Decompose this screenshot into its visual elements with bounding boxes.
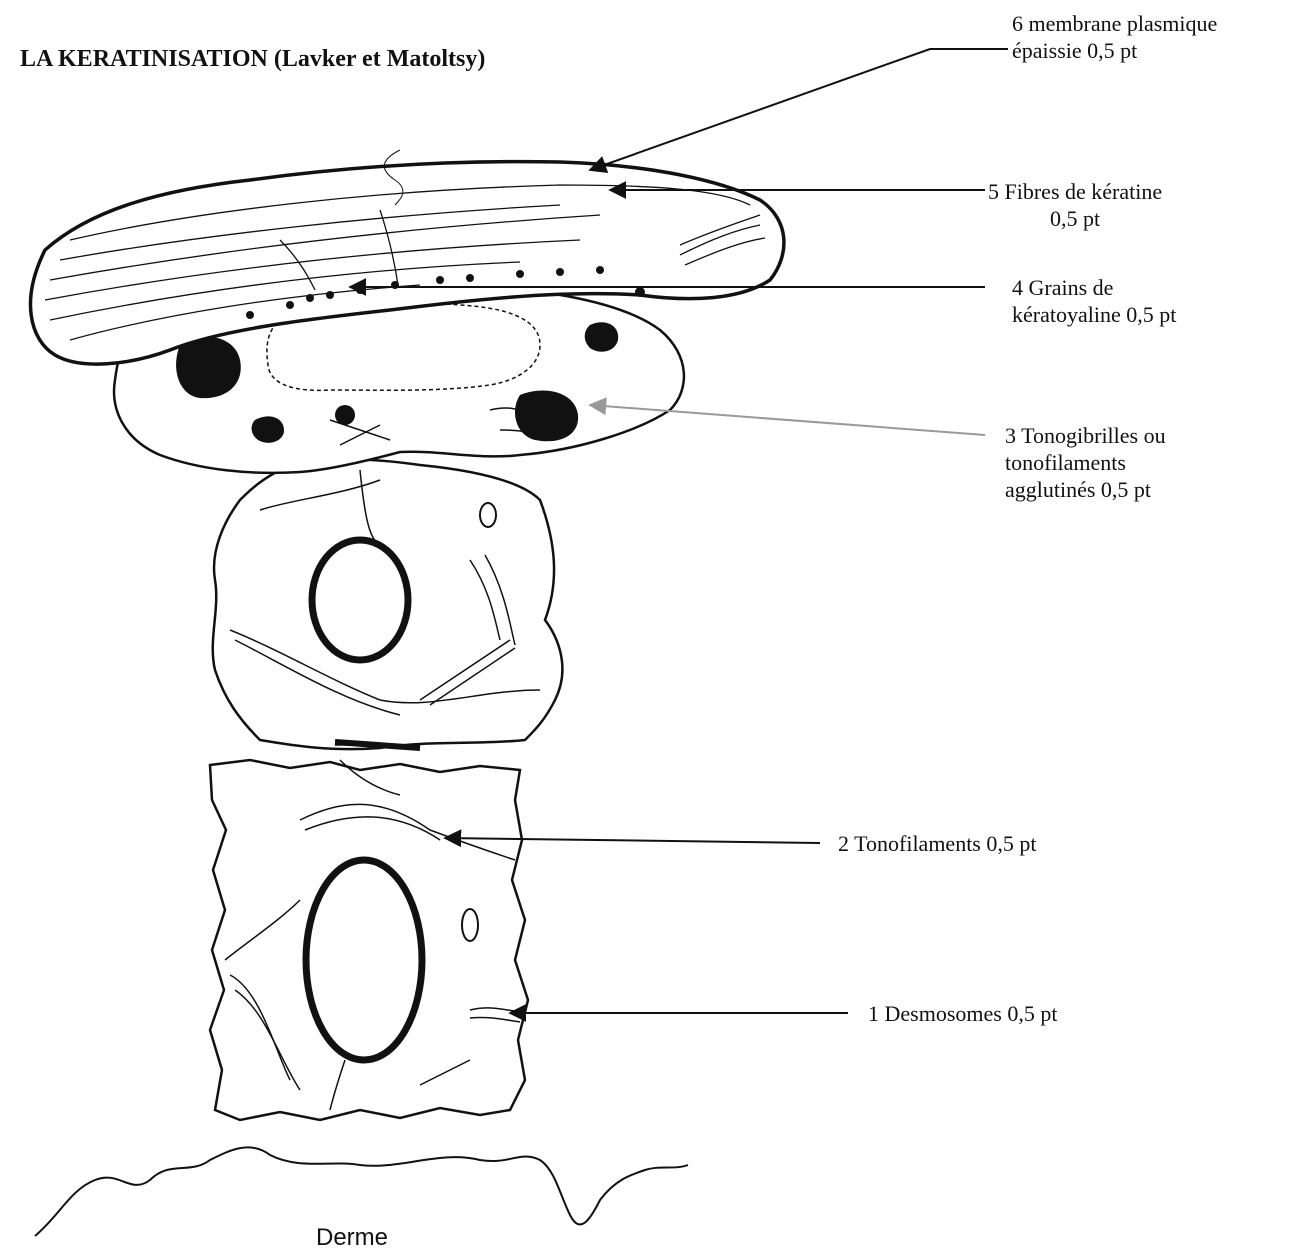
label-4-line-2: kératoyaline 0,5 pt (1012, 301, 1176, 328)
label-membrane-plasmique: 6 membrane plasmique épaissie 0,5 pt (1012, 10, 1217, 64)
label-1-line-1: 1 Desmosomes 0,5 pt (868, 1000, 1057, 1027)
basal-nucleus (306, 860, 422, 1060)
label-grains-keratoyaline: 4 Grains de kératoyaline 0,5 pt (1012, 274, 1176, 328)
label-fibres-keratine: 5 Fibres de kératine 0,5 pt (988, 178, 1162, 232)
label-6-line-1: 6 membrane plasmique (1012, 10, 1217, 37)
label-3-line-2: tonofilaments (1005, 449, 1166, 476)
basal-organelle (462, 909, 478, 941)
derme-boundary (35, 1147, 688, 1236)
spinous-nucleus (312, 540, 408, 660)
label-3-line-3: agglutinés 0,5 pt (1005, 476, 1166, 503)
label-5-line-1: 5 Fibres de kératine (988, 178, 1162, 205)
derme-label: Derme (316, 1224, 388, 1252)
label-desmosomes: 1 Desmosomes 0,5 pt (868, 1000, 1057, 1027)
label-6-line-2: épaissie 0,5 pt (1012, 37, 1217, 64)
label-3-line-1: 3 Tonogibrilles ou (1005, 422, 1166, 449)
label-2-line-1: 2 Tonofilaments 0,5 pt (838, 830, 1036, 857)
label-4-line-1: 4 Grains de (1012, 274, 1176, 301)
leader-6 (590, 49, 1008, 170)
label-tonofilaments: 2 Tonofilaments 0,5 pt (838, 830, 1036, 857)
spinous-organelle (480, 503, 496, 527)
diagram-title: LA KERATINISATION (Lavker et Matoltsy) (20, 46, 485, 73)
label-tonogibrilles: 3 Tonogibrilles ou tonofilaments aggluti… (1005, 422, 1166, 503)
label-5-line-2: 0,5 pt (988, 205, 1162, 232)
